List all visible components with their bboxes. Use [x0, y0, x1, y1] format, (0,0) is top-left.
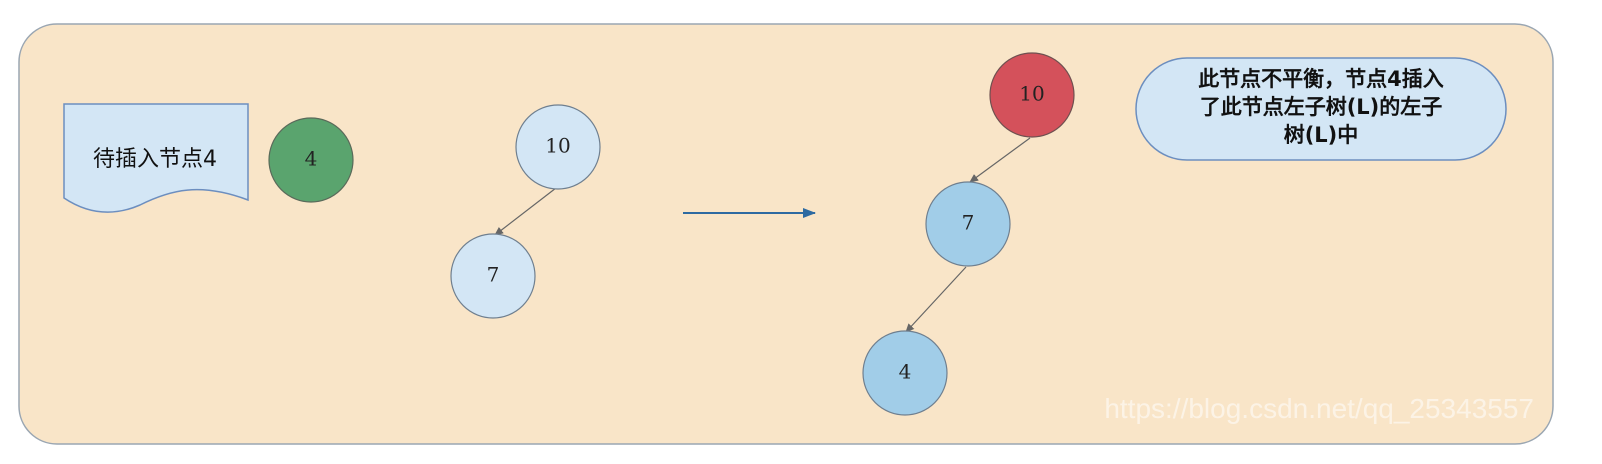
- before-tree-root: 10: [515, 104, 601, 190]
- after-edge-7-4: [905, 266, 967, 333]
- watermark: https://blog.csdn.net/qq_25343557: [1104, 393, 1534, 424]
- before-edge-10-7: [494, 187, 557, 236]
- after-root-value: 10: [1019, 82, 1044, 106]
- after-tree-root: 10: [989, 52, 1075, 138]
- document-label: 待插入节点4: [93, 147, 217, 172]
- insert-node: 4: [268, 117, 354, 203]
- note-line-3: 树(L)中: [1284, 123, 1359, 147]
- before-left-child-value: 7: [487, 263, 500, 287]
- imbalance-note: 此节点不平衡，节点4插入 了此节点左子树(L)的左子 树(L)中: [1135, 57, 1507, 161]
- insert-node-value: 4: [305, 147, 318, 171]
- note-line-1: 此节点不平衡，节点4插入: [1198, 67, 1444, 91]
- before-root-value: 10: [545, 134, 570, 158]
- after-tree-left-left-child: 4: [862, 330, 948, 416]
- note-line-2: 了此节点左子树(L)的左子: [1200, 95, 1443, 119]
- after-edge-10-7: [969, 137, 1031, 183]
- before-tree-left-child: 7: [450, 233, 536, 319]
- document-shape: 待插入节点4: [63, 103, 249, 213]
- after-tree-left-child: 7: [925, 181, 1011, 267]
- after-left-left-child-value: 4: [899, 360, 912, 384]
- after-left-child-value: 7: [962, 211, 975, 235]
